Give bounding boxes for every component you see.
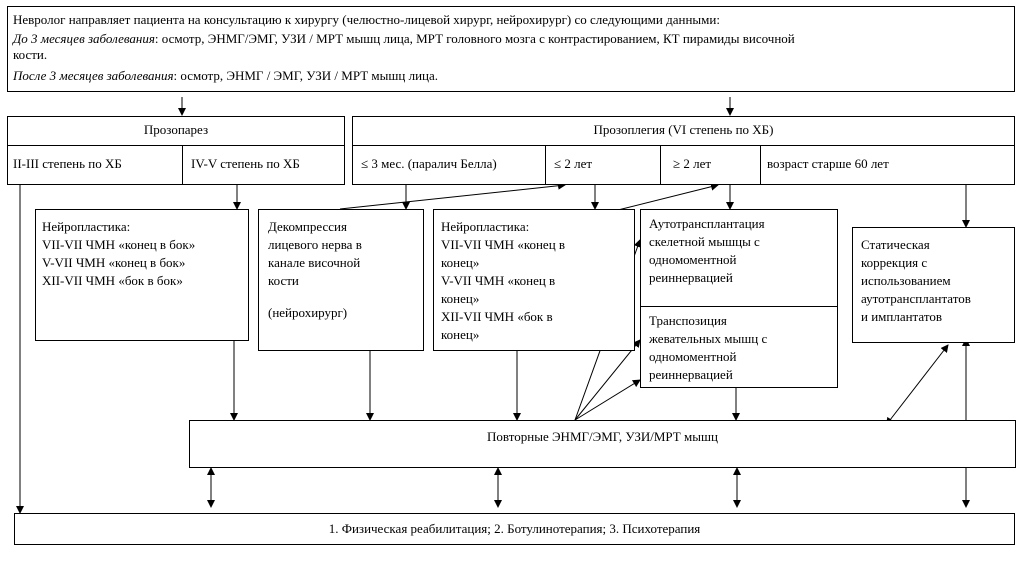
- neuroplasty-2-line-6: конец»: [441, 327, 480, 342]
- static-line-3: использованием: [861, 273, 951, 288]
- autotransplantation-line-3: одномоментной: [649, 252, 737, 267]
- prosoplegia-header: Прозоплегия (VI степень по ХБ): [352, 116, 1015, 146]
- before-3-months-text: : осмотр, ЭНМГ/ЭМГ, УЗИ / МРТ мышц лица,…: [154, 31, 795, 46]
- neuroplasty-2-line-3: V-VII ЧМН «конец в: [441, 273, 556, 288]
- before-3-months-label: До 3 месяцев заболевания: [13, 31, 155, 46]
- grade-2-3-label: II-III степень по ХБ: [13, 156, 122, 171]
- autotransplantation-line-1: Аутотрансплантация: [649, 216, 765, 231]
- referral-line-2: До 3 месяцев заболевания: осмотр, ЭНМГ/Э…: [13, 31, 795, 47]
- neuroplasty-end-to-side-box: Нейропластика: VII-VII ЧМН «конец в бок»…: [35, 209, 249, 341]
- referral-box: Невролог направляет пациента на консульт…: [7, 6, 1015, 92]
- referral-line-4: После 3 месяцев заболевания: осмотр, ЭНМ…: [13, 68, 438, 84]
- autotransplantation-divider: [641, 306, 837, 307]
- age-60-label: возраст старше 60 лет: [767, 156, 889, 171]
- neuroplasty-2-line-4: конец»: [441, 291, 480, 306]
- prosoparesis-title: Прозопарез: [143, 122, 209, 137]
- prosoplegia-over-2-years: ≥ 2 лет: [660, 145, 761, 185]
- arrow-repeat-to-transposition-b: [574, 379, 641, 421]
- neuroplasty-2-line-2: конец»: [441, 255, 480, 270]
- neuroplasty-1-line-1: VII-VII ЧМН «конец в бок»: [42, 237, 196, 252]
- transposition-line-1: Транспозиция: [649, 313, 727, 328]
- after-3-months-text: : осмотр, ЭНМГ / ЭМГ, УЗИ / МРТ мышц лиц…: [173, 68, 439, 83]
- referral-line-1: Невролог направляет пациента на консульт…: [13, 12, 720, 27]
- prosoplegia-age-60: возраст старше 60 лет: [760, 145, 1015, 185]
- decompression-line-4: кости: [268, 273, 299, 288]
- decompression-line-1: Декомпрессия: [268, 219, 347, 234]
- decompression-line-2: лицевого нерва в: [268, 237, 362, 252]
- autotransplantation-line-4: реиннервацией: [649, 270, 733, 285]
- after-3-months-label: После 3 месяцев заболевания: [13, 68, 174, 83]
- neuroplasty-2-title: Нейропластика:: [441, 219, 530, 234]
- neuroplasty-1-line-2: V-VII ЧМН «конец в бок»: [42, 255, 186, 270]
- neuroplasty-1-line-3: XII-VII ЧМН «бок в бок»: [42, 273, 183, 288]
- neuroplasty-1-title: Нейропластика:: [42, 219, 131, 234]
- decompression-line-5: (нейрохирург): [268, 305, 348, 320]
- static-correction-box: Статическая коррекция с использованием а…: [852, 227, 1015, 343]
- rehabilitation-label: 1. Физическая реабилитация; 2. Ботулинот…: [328, 521, 701, 536]
- rehabilitation-box: 1. Физическая реабилитация; 2. Ботулинот…: [14, 513, 1015, 545]
- arrow-neuro2-to-ge2y: [617, 182, 719, 211]
- static-line-1: Статическая: [861, 237, 930, 252]
- arrow-repeat-to-transposition-a: [574, 339, 641, 421]
- transposition-line-2: жевательных мышц с: [649, 331, 768, 346]
- static-line-4: аутотрансплантатов: [861, 291, 971, 306]
- prosoplegia-2-years: ≤ 2 лет: [545, 145, 661, 185]
- prosoplegia-3-months: ≤ 3 мес. (паралич Белла): [352, 145, 546, 185]
- over-2-years-label: ≥ 2 лет: [673, 156, 712, 171]
- prosoparesis-grade-4-5: IV-V степень по ХБ: [182, 145, 345, 185]
- neuroplasty-2-line-5: XII-VII ЧМН «бок в: [441, 309, 553, 324]
- decompression-box: Декомпрессия лицевого нерва в канале вис…: [258, 209, 424, 351]
- repeat-examinations-box: Повторные ЭНМГ/ЭМГ, УЗИ/МРТ мышц: [189, 420, 1016, 468]
- static-line-5: и имплантатов: [861, 309, 942, 324]
- referral-line-3: кости.: [13, 47, 48, 62]
- autotransplantation-transposition-box: Аутотрансплантация скелетной мышцы с одн…: [640, 209, 838, 388]
- prosoplegia-title: Прозоплегия (VI степень по ХБ): [593, 122, 774, 137]
- grade-4-5-label: IV-V степень по ХБ: [191, 156, 300, 171]
- neuroplasty-end-to-end-box: Нейропластика: VII-VII ЧМН «конец в коне…: [433, 209, 635, 351]
- prosoparesis-header: Прозопарез: [7, 116, 345, 146]
- prosoparesis-grade-2-3: II-III степень по ХБ: [7, 145, 183, 185]
- repeat-examinations-label: Повторные ЭНМГ/ЭМГ, УЗИ/МРТ мышц: [487, 429, 718, 444]
- 3-months-label: ≤ 3 мес. (паралич Белла): [361, 156, 497, 171]
- decompression-line-3: канале височной: [268, 255, 361, 270]
- 2-years-label: ≤ 2 лет: [554, 156, 593, 171]
- static-line-2: коррекция с: [861, 255, 928, 270]
- transposition-line-4: реиннервацией: [649, 367, 733, 382]
- transposition-line-3: одномоментной: [649, 349, 737, 364]
- neuroplasty-2-line-1: VII-VII ЧМН «конец в: [441, 237, 566, 252]
- arrow-repeat-static: [885, 344, 949, 426]
- autotransplantation-line-2: скелетной мышцы с: [649, 234, 760, 249]
- arrow-decompression-to-2y: [339, 181, 566, 210]
